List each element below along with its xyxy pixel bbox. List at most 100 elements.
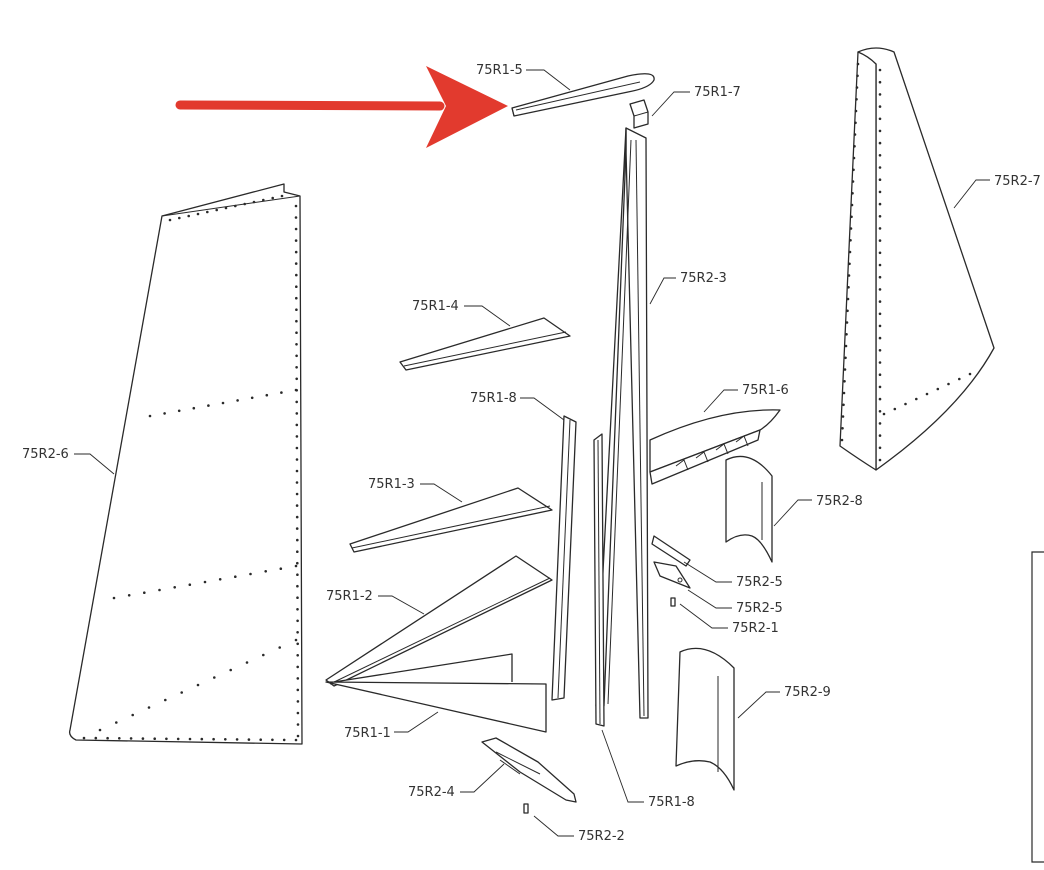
rivet-dot [294,250,298,254]
rivet-dot [295,354,298,358]
rivet-dot [295,343,298,346]
rivet-dot [282,738,286,742]
rivet-dot [841,415,845,418]
rivet-dot [851,180,855,183]
rivet-dot [882,412,886,416]
rivet-dot [236,399,239,402]
label-75R1-6: 75R1-6 [742,383,789,398]
rivet-dot [842,391,846,395]
label-75R2-7: 75R2-7 [994,174,1041,189]
rivet-dot [295,515,299,519]
rivet-dot [147,706,151,709]
rivet-dot [278,646,282,649]
rivet-dot [296,573,299,576]
rivet-dot [249,572,252,576]
label-75R1-8-bottom: 75R1-8 [648,795,695,810]
part-75R1-5 [511,73,655,117]
rivet-dot [168,218,172,222]
rivet-dot [188,737,192,741]
red-arrow-icon [175,66,508,148]
label-75R2-2: 75R2-2 [578,829,625,844]
rivet-dot [115,721,118,724]
rivet-dot [165,737,168,741]
rivet-dot [295,377,299,381]
rivet-dot [129,737,133,740]
rivet-dot [893,407,897,411]
rivet-dot [296,677,300,680]
rivet-dot [234,575,237,578]
rivet-dot [947,382,950,386]
rivet-dot [262,653,265,657]
rivet-dot [294,239,298,242]
rivet-dot [271,738,274,742]
rivet-dot [296,550,299,553]
part-75R1-7 [629,99,649,129]
rivet-dot [856,74,859,78]
rivet-dot [259,738,263,741]
label-75R1-7: 75R1-7 [694,85,741,100]
rivet-dot [853,133,857,136]
rivet-dot [878,275,882,279]
rivet-dot [207,404,210,407]
rivet-dot [229,668,232,672]
rivet-dot [915,397,918,401]
rivet-dot [112,596,116,600]
label-75R2-1: 75R2-1 [732,621,779,636]
rivet-dot [878,80,882,84]
rivet-dot [878,202,882,206]
rivet-dot [153,737,156,740]
rivet-dot [212,737,215,741]
rivet-dot [295,458,299,461]
rivet-dot [848,262,851,266]
rivet-dot [296,561,299,565]
rivet-dot [196,683,200,687]
rivet-dot [878,178,882,181]
label-75R1-1: 75R1-1 [344,726,391,741]
rivet-dot [925,392,929,396]
rivet-dot [296,631,299,634]
rivet-dot [878,422,882,425]
rivet-dot [196,212,200,216]
rivet-dot [247,738,251,741]
label-75R2-5-a: 75R2-5 [736,575,783,590]
part-75R1-3 [349,487,553,553]
rivet-dot [294,216,298,219]
rivet-dot [848,250,852,254]
label-75R1-4: 75R1-4 [412,299,459,314]
rivet-dot [148,414,152,418]
rivet-dot [855,86,859,89]
rivet-dot [245,661,249,664]
rivet-dot [958,377,961,381]
rivet-dot [187,214,190,218]
part-75R2-8 [725,455,773,563]
rivet-dot [878,397,882,401]
rivet-dot [878,434,882,437]
label-75R1-3: 75R1-3 [368,477,415,492]
rivet-dot [280,194,284,198]
rivet-dot [878,446,882,450]
rivet-dot [843,368,847,371]
rivet-dot [224,206,228,210]
rivet-dot [164,698,167,702]
rivet-dot [296,619,299,623]
rivet-dot [295,400,299,404]
rivet-dot [856,62,860,66]
rivet-dot [850,215,853,219]
rivet-dot [176,737,180,741]
rivet-dot [878,300,882,303]
rivet-dot [878,154,882,157]
rivet-dot [295,308,298,312]
rivet-dot [842,403,845,407]
rivet-dot [296,596,299,599]
rivet-dot [878,227,882,230]
rivet-dot [878,410,882,413]
rivet-dot [173,586,176,589]
rivet-dot [213,676,216,679]
rivet-dot [234,204,237,208]
rivet-dot [854,109,858,113]
rivet-dot [294,388,298,392]
label-75R1-5: 75R1-5 [476,63,523,78]
part-75R2-4 [481,737,577,803]
rivet-dot [163,412,166,415]
rivet-dot [218,578,222,581]
